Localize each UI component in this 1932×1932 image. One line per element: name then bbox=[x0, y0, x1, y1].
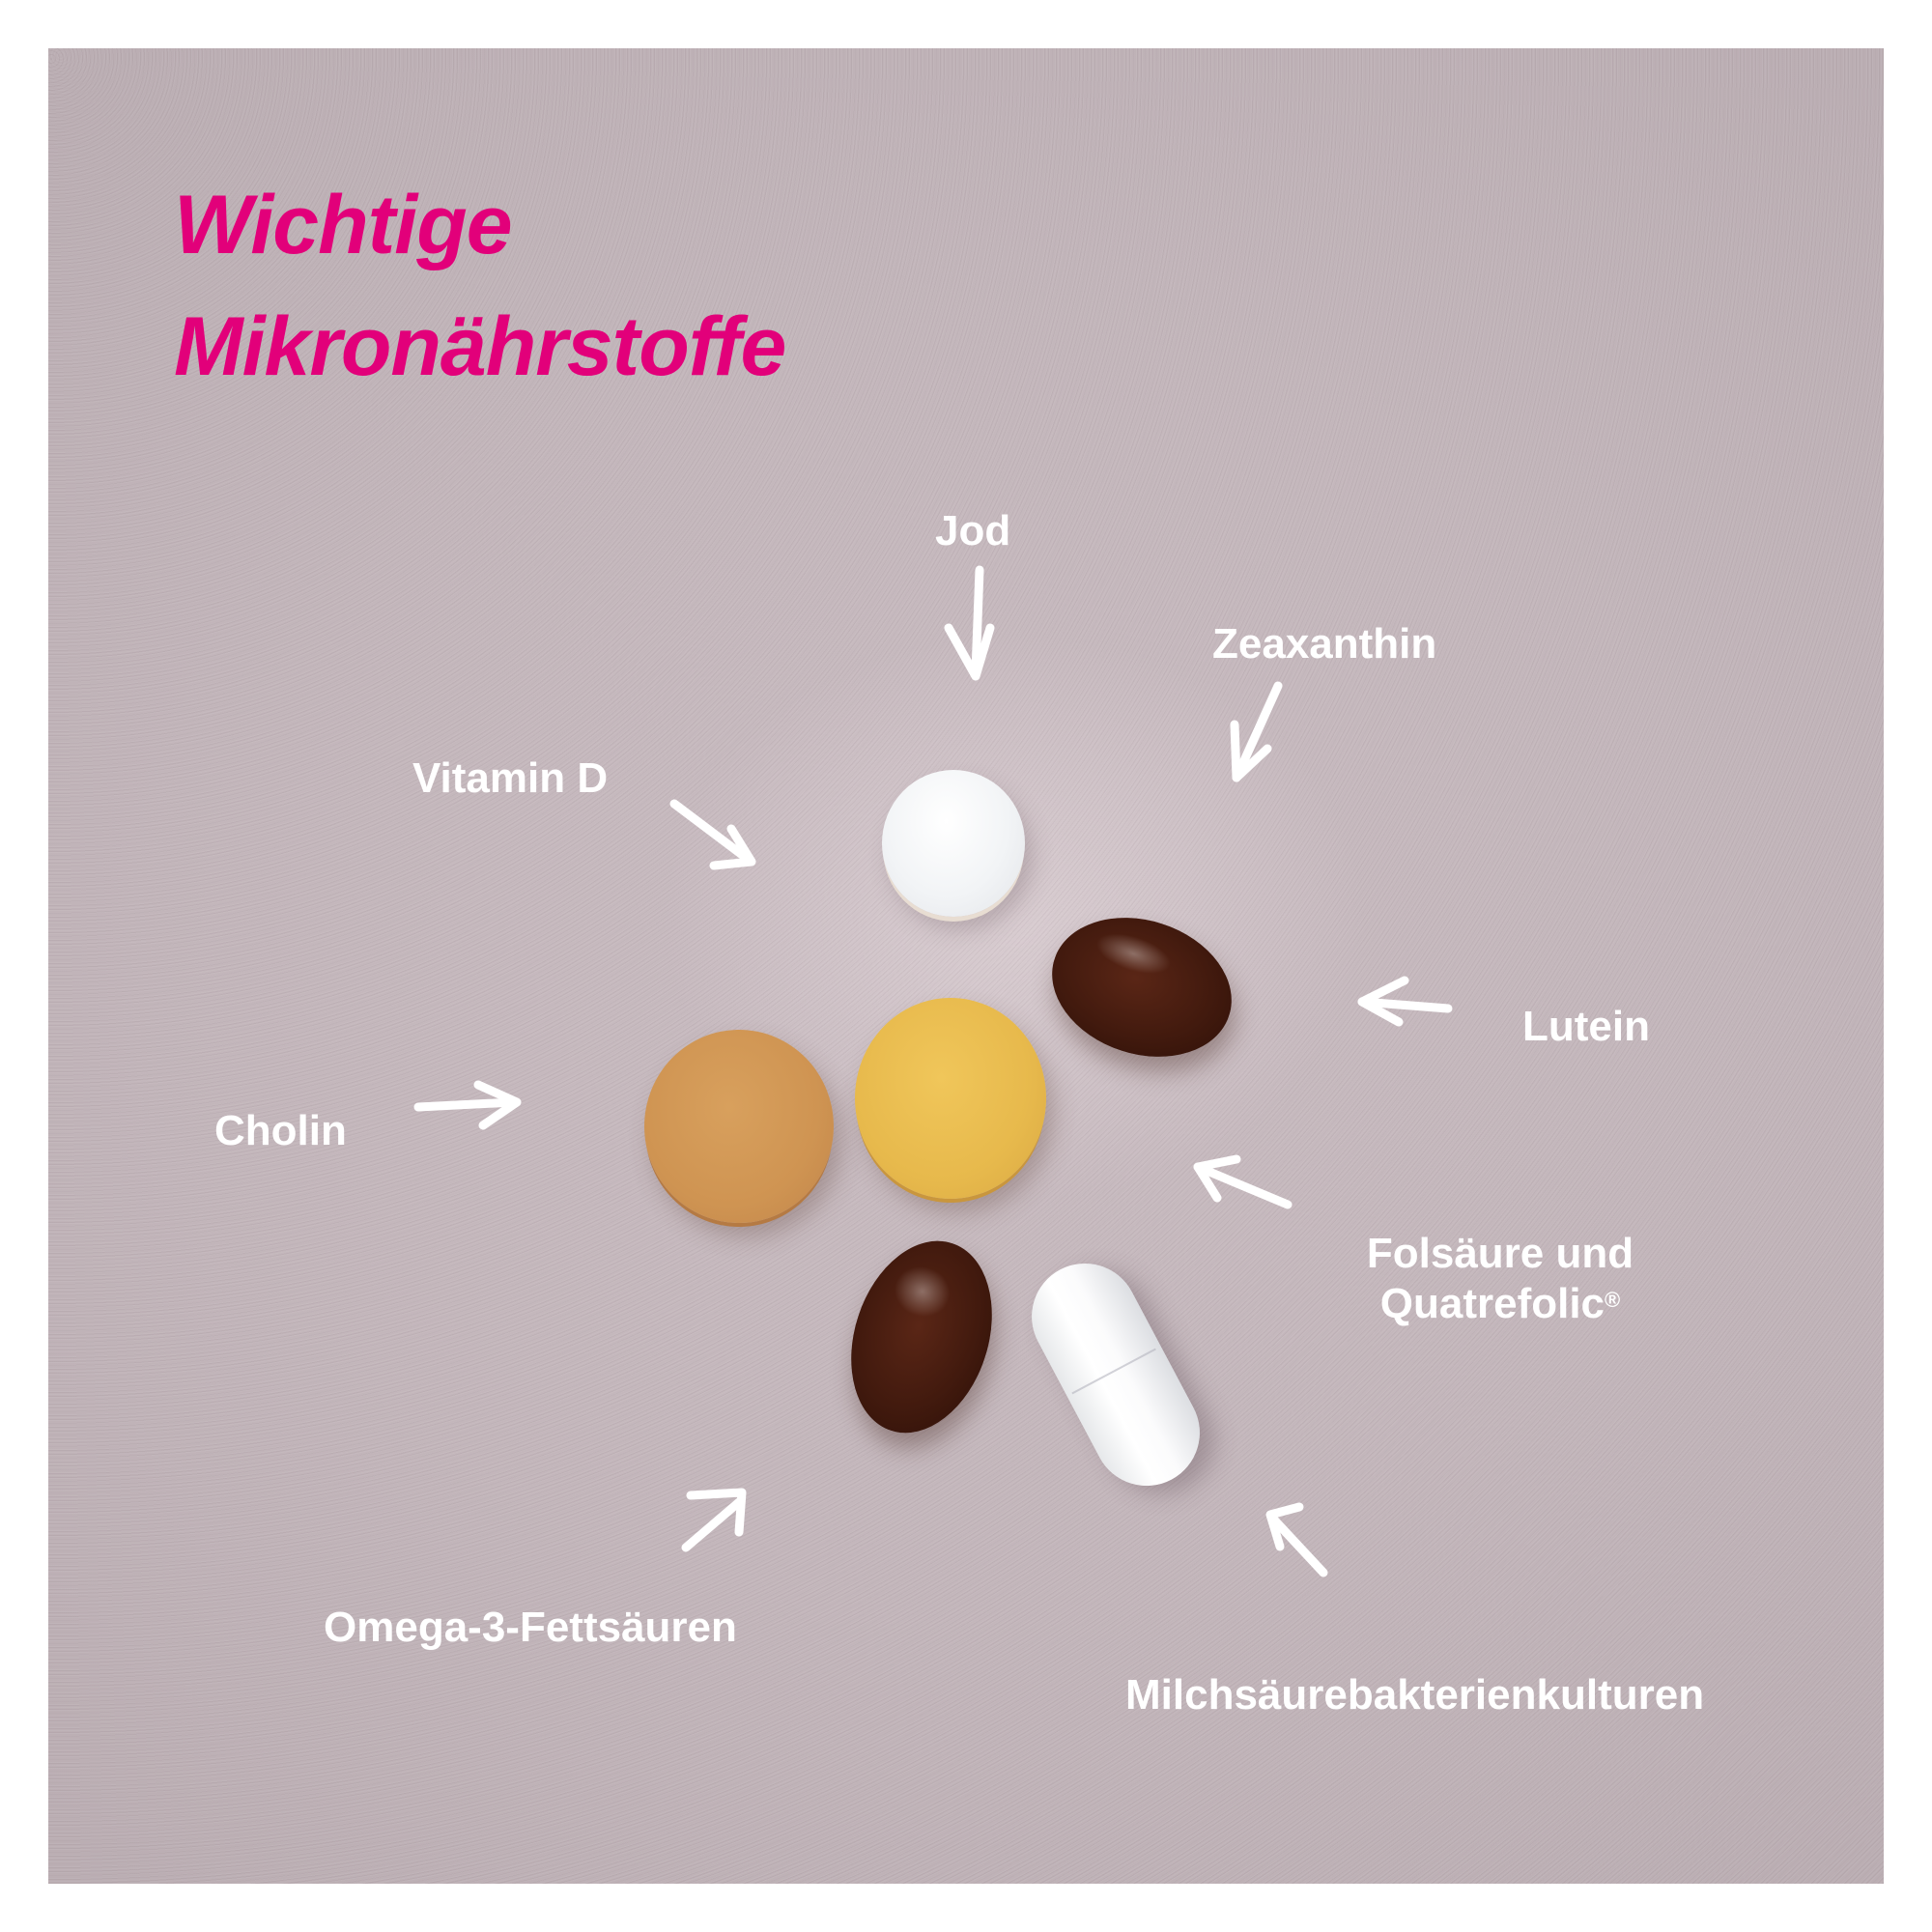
title-line-1: Wichtige bbox=[174, 179, 513, 271]
arrow-up-right-icon-omega-3 bbox=[681, 1488, 747, 1552]
registered-trademark-icon: ® bbox=[1605, 1288, 1621, 1312]
label-folsaeure-line-1: Folsäure und bbox=[1366, 1230, 1634, 1277]
infographic-panel: Wichtige Mikronährstoffe bbox=[48, 48, 1884, 1884]
label-zeaxanthin: Zeaxanthin bbox=[1212, 620, 1437, 668]
label-lutein: Lutein bbox=[1522, 1003, 1650, 1050]
title-line-2: Mikronährstoffe bbox=[174, 300, 786, 393]
arrow-up-left-icon-folsaeure bbox=[1193, 1154, 1293, 1209]
label-vitamin-d: Vitamin D bbox=[412, 754, 609, 802]
label-milchsaeure: Milchsäurebakterienkulturen bbox=[1125, 1671, 1705, 1719]
arrow-up-left-icon-milchsaeure bbox=[1265, 1502, 1328, 1577]
arrow-down-left-icon-zeaxanthin bbox=[1230, 681, 1283, 782]
arrow-left-icon-lutein bbox=[1357, 976, 1453, 1027]
label-folsaeure-line-2: Quatrefolic® bbox=[1379, 1280, 1621, 1327]
white-tablet-jod bbox=[882, 770, 1025, 917]
label-omega-3: Omega-3-Fettsäuren bbox=[324, 1604, 737, 1651]
arrow-right-icon-cholin bbox=[413, 1080, 522, 1130]
arrow-down-right-icon-vitamin-d bbox=[669, 799, 756, 870]
white-capsule-milchsaeure bbox=[1012, 1244, 1219, 1505]
brown-softgel-omega-3 bbox=[827, 1222, 1016, 1452]
label-jod: Jod bbox=[935, 507, 1011, 554]
yellow-tablet-folsaeure bbox=[855, 998, 1046, 1199]
brown-softgel-lutein bbox=[1034, 895, 1250, 1079]
arrow-down-icon-jod bbox=[944, 565, 995, 681]
page-title: Wichtige Mikronährstoffe bbox=[174, 164, 786, 408]
label-cholin: Cholin bbox=[214, 1107, 347, 1154]
orange-tablet-cholin bbox=[644, 1030, 834, 1223]
label-folsaeure: Folsäure und Quatrefolic® bbox=[1341, 1229, 1660, 1329]
